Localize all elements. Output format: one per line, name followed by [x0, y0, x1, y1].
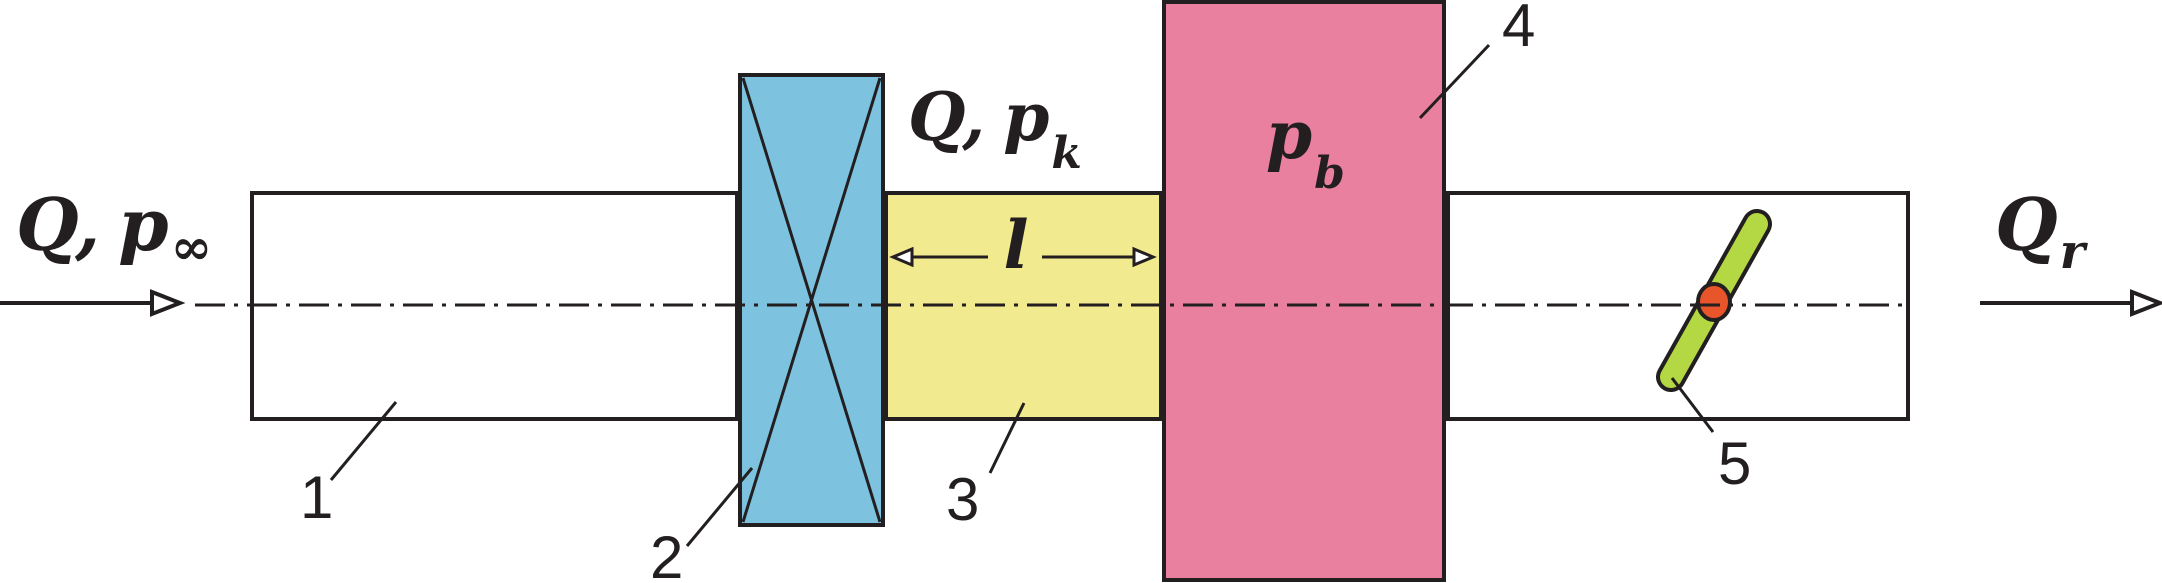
blue-block-diagonal-b	[741, 77, 882, 523]
callout-1: 1	[300, 464, 333, 531]
callout-5: 5	[1718, 430, 1751, 497]
red-pivot	[1696, 282, 1732, 322]
length-arrow-left-head	[889, 246, 914, 268]
callout-5-leader	[1670, 377, 1715, 433]
chamber-pressure-label: pb	[1266, 96, 1345, 199]
callout-1-leader	[329, 401, 398, 481]
callout-3-leader	[988, 402, 1026, 474]
length-arrow-right-head	[1132, 246, 1157, 268]
callout-4: 4	[1502, 0, 1535, 59]
callout-4-leader	[1418, 43, 1491, 120]
inlet-flow-arrow-head	[150, 289, 186, 317]
outlet-flow-label: Qr	[1995, 182, 2089, 280]
inlet-flow-label: Q,p∞	[16, 182, 212, 276]
callout-2-leader	[685, 467, 754, 547]
callout-3: 3	[946, 466, 979, 533]
pink-chamber	[1162, 0, 1446, 582]
mid-flow-label: Q,pk	[908, 78, 1082, 179]
callout-2: 2	[650, 524, 683, 583]
outlet-flow-arrow-head	[2130, 289, 2162, 317]
length-label: l	[1003, 206, 1028, 284]
